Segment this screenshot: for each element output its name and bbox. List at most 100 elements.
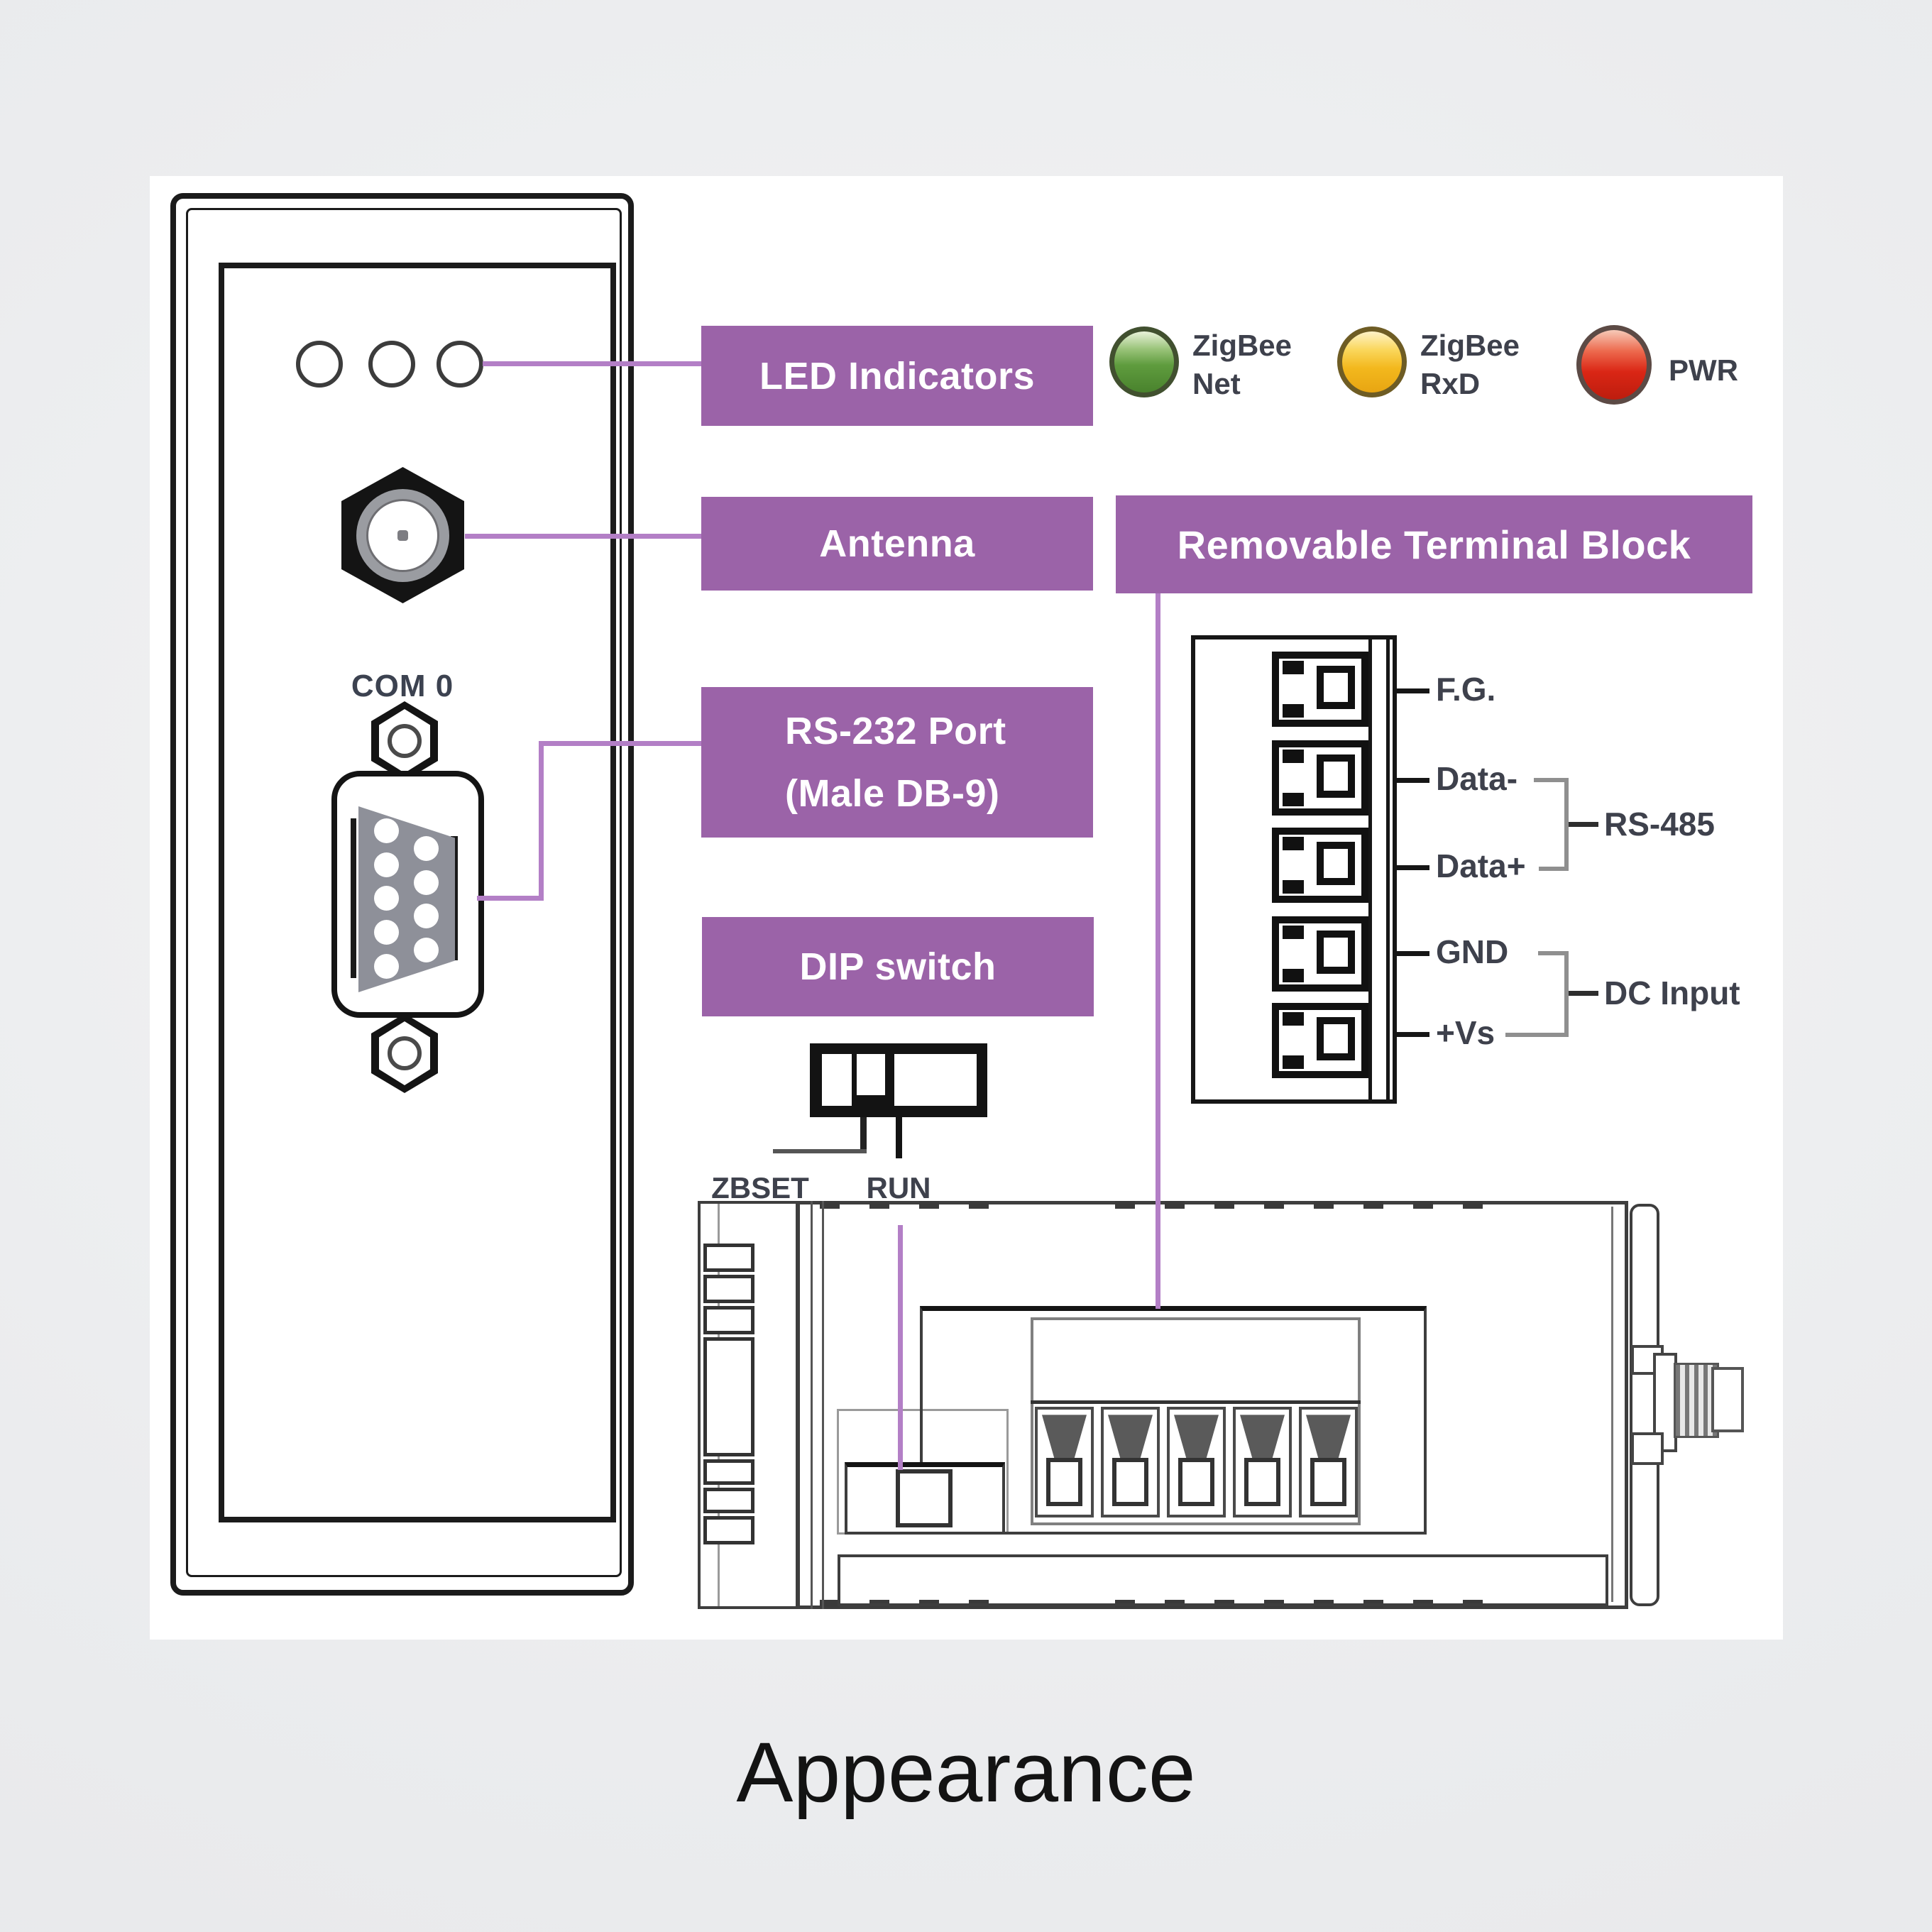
- terminal-block-rail: [1386, 638, 1390, 1101]
- terminal-tick-data-minus: [1393, 778, 1429, 783]
- panel-led-2: [368, 341, 415, 388]
- leader-line-rs232-vertical: [539, 741, 544, 901]
- dip-run-pointer: [896, 1117, 902, 1158]
- vent-notch: [1214, 1201, 1234, 1209]
- db9-pin: [374, 852, 399, 877]
- page-title: Appearance: [736, 1725, 1196, 1820]
- dip-switch-label: DIP switch: [799, 945, 997, 988]
- db9-pin: [414, 938, 439, 962]
- dip-zbset-pointer: [860, 1117, 867, 1153]
- din-clip-segment: [703, 1306, 754, 1334]
- diagram-canvas: COM 0 LED Indicators Antenna: [150, 176, 1783, 1640]
- terminal-tick-gnd: [1393, 951, 1429, 956]
- body-divider-line: [811, 1201, 813, 1609]
- db9-pin: [414, 870, 439, 895]
- vent-notch: [1363, 1201, 1383, 1209]
- db9-shell-wall-left: [351, 818, 356, 978]
- db9-dsub-body: [358, 806, 455, 992]
- din-clip-segment: [703, 1516, 754, 1544]
- dc-input-bracket: [1505, 1033, 1569, 1037]
- legend-zigbee-rxd-line1: ZigBee: [1420, 329, 1520, 362]
- terminal-tick-data-plus: [1393, 865, 1429, 870]
- terminal-cell-data-plus: [1272, 828, 1368, 903]
- device-front-faceplate: [219, 263, 616, 1522]
- antenna-connector-pin: [397, 530, 408, 541]
- vent-notch: [1463, 1201, 1483, 1209]
- din-rail-clip-section: [698, 1201, 798, 1609]
- antenna-label: Antenna: [819, 522, 975, 565]
- vent-notch: [1413, 1201, 1433, 1209]
- terminal-cell-data-minus: [1272, 740, 1368, 816]
- leader-line-rs232-top: [539, 741, 703, 746]
- db9-pin: [414, 836, 439, 861]
- dip-switch-knob: [857, 1054, 885, 1095]
- legend-label-zigbee-rxd: ZigBee RxD: [1420, 326, 1520, 403]
- db9-pin: [414, 904, 439, 928]
- com-port-label: COM 0: [351, 669, 454, 703]
- terminal-slot: [1317, 1017, 1355, 1060]
- antenna-cap: [1711, 1367, 1744, 1432]
- leader-line-led: [483, 361, 703, 366]
- vent-notch: [820, 1600, 840, 1608]
- rs485-bracket: [1534, 778, 1568, 782]
- leader-line-antenna: [465, 534, 703, 539]
- terminal-cell-gnd: [1272, 916, 1368, 992]
- din-clip-segment: [703, 1488, 754, 1513]
- group-label-rs485: RS-485: [1604, 806, 1715, 842]
- dip-switch-right-cell: [894, 1054, 977, 1106]
- db9-screw-top: [388, 724, 422, 758]
- label-box-dip-switch: DIP switch: [702, 917, 1094, 1016]
- din-clip-segment: [703, 1275, 754, 1303]
- legend-zigbee-net-line1: ZigBee: [1192, 329, 1292, 362]
- vent-notch: [919, 1201, 939, 1209]
- dip-switch-left-cell: [822, 1054, 852, 1106]
- leader-line-terminal-block: [1156, 593, 1160, 1309]
- vent-notch: [1115, 1201, 1135, 1209]
- vent-notch: [1165, 1201, 1185, 1209]
- label-box-terminal-block: Removable Terminal Block: [1116, 495, 1752, 593]
- terminal-block-housing: [920, 1306, 1427, 1535]
- terminal-cell-fg: [1272, 652, 1368, 727]
- terminal-slot: [1317, 666, 1355, 709]
- panel-led-3: [437, 341, 483, 388]
- rs485-bracket-arm: [1569, 822, 1598, 827]
- terminal-slot: [1317, 931, 1355, 974]
- terminal-label-fg: F.G.: [1436, 671, 1496, 708]
- dip-position-run: RUN: [866, 1171, 931, 1204]
- legend-label-zigbee-net: ZigBee Net: [1192, 326, 1292, 403]
- db9-pin: [374, 818, 399, 843]
- terminal-block-divider: [1031, 1400, 1361, 1404]
- terminal-block-label: Removable Terminal Block: [1177, 522, 1691, 567]
- vent-notch: [820, 1201, 840, 1209]
- terminal-slot: [1317, 754, 1355, 798]
- terminal-slot: [1317, 842, 1355, 885]
- vent-notch: [969, 1201, 989, 1209]
- rs232-label-line2: (Male DB-9): [785, 772, 1000, 815]
- legend-led-green: [1109, 326, 1179, 397]
- vent-notch: [1264, 1201, 1284, 1209]
- legend-label-pwr: PWR: [1669, 351, 1738, 390]
- label-box-antenna: Antenna: [701, 497, 1093, 591]
- rs485-bracket: [1564, 778, 1569, 871]
- legend-led-yellow: [1337, 326, 1407, 397]
- din-clip-segment: [703, 1244, 754, 1272]
- terminal-top-cell: [1035, 1407, 1094, 1517]
- group-label-dc-input: DC Input: [1604, 975, 1740, 1011]
- label-box-led-indicators: LED Indicators: [701, 326, 1093, 426]
- dip-switch-top-view-knob: [896, 1469, 953, 1527]
- vent-notch: [1314, 1201, 1334, 1209]
- terminal-tick-fg: [1393, 688, 1429, 693]
- din-clip-segment: [703, 1459, 754, 1485]
- terminal-top-cell: [1233, 1407, 1292, 1517]
- dip-zbset-pointer: [773, 1149, 867, 1153]
- terminal-cell-vs: [1272, 1003, 1368, 1078]
- dc-input-bracket: [1538, 951, 1568, 955]
- db9-pin: [374, 954, 399, 979]
- din-clip-segment: [703, 1337, 754, 1456]
- legend-zigbee-net-line2: Net: [1192, 367, 1241, 400]
- terminal-label-data-plus: Data+: [1436, 847, 1526, 884]
- leader-line-dip-run: [898, 1225, 903, 1470]
- terminal-top-cell: [1167, 1407, 1226, 1517]
- label-box-rs232: RS-232 Port (Male DB-9): [701, 687, 1093, 838]
